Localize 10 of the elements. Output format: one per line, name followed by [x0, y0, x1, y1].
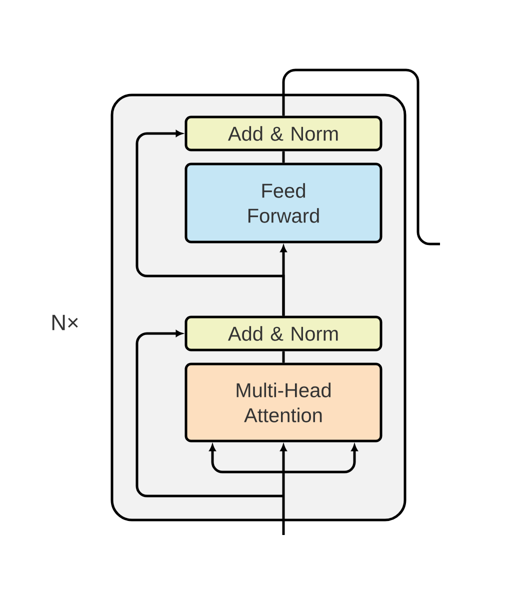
norm-box: Add & Norm [184, 116, 382, 152]
arrow [136, 130, 285, 316]
arrow [136, 330, 284, 498]
attention-box: Multi-Head Attention [184, 362, 382, 442]
norm-box: Add & Norm [184, 316, 382, 352]
repeat-label: N× [52, 314, 78, 330]
arrow [209, 444, 284, 474]
feed-forward-box: Feed Forward [184, 162, 382, 244]
arrow [280, 444, 287, 535]
arrow [284, 444, 358, 474]
